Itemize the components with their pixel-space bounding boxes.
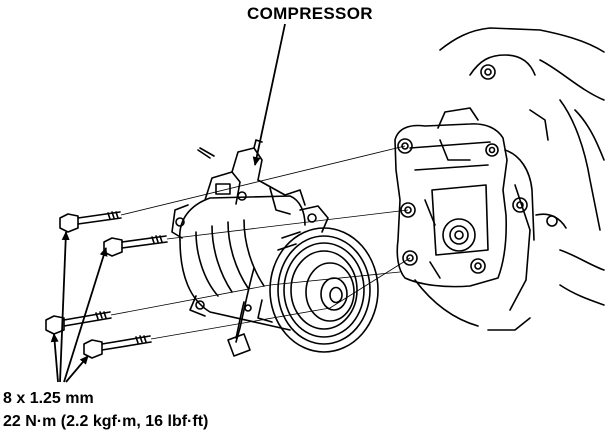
- compressor-label: COMPRESSOR: [247, 4, 373, 23]
- mounting-bolt-4: [83, 335, 152, 359]
- bolt-leader-lines: [50, 231, 108, 383]
- engine-block: [414, 27, 605, 331]
- compressor-mounting-bracket: [394, 107, 508, 288]
- mounting-bolt-3: [45, 311, 112, 335]
- ac-compressor: [171, 139, 379, 357]
- bolt-size-label: 8 x 1.25 mm: [3, 390, 94, 407]
- torque-spec-label: 22 N·m (2.2 kgf·m, 16 lbf·ft): [3, 413, 209, 430]
- compressor-leader-line: [252, 23, 286, 166]
- mounting-bolt-2: [103, 235, 168, 257]
- mounting-bolt-1: [59, 211, 122, 233]
- bolt-alignment-lines: [110, 145, 411, 340]
